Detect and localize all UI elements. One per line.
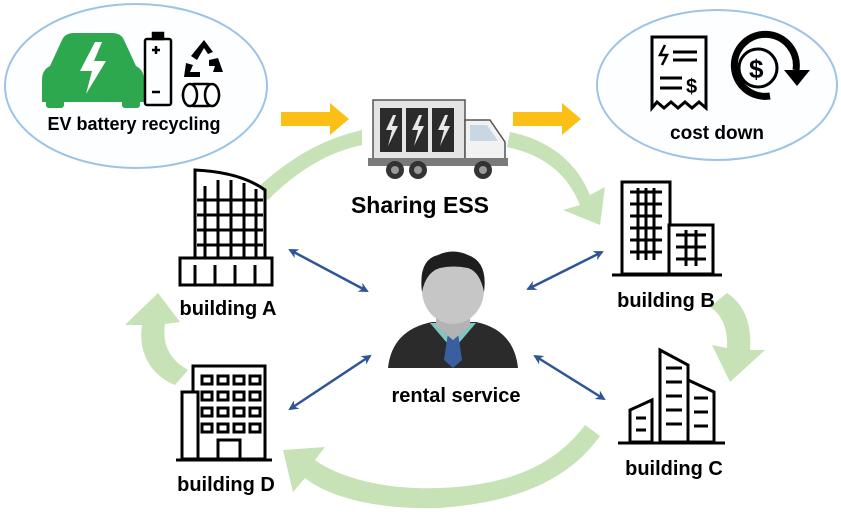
ev-car-icon: [42, 33, 144, 108]
bill-icon: $: [650, 35, 708, 113]
link-arrow-d: [288, 354, 372, 411]
cost-down-bubble: $ $: [596, 9, 838, 161]
building-c-icon: [618, 347, 725, 445]
person-icon: [388, 251, 518, 368]
recycle-icon: [184, 40, 223, 77]
dollar-down-icon: $: [730, 30, 810, 100]
flow-arrow-right: [513, 103, 581, 135]
cycle-arrows: [125, 130, 765, 509]
cycle-arrow-bottom: [283, 425, 600, 509]
ev-recycling-bubble: [4, 3, 268, 169]
svg-text:$: $: [686, 76, 697, 98]
building-a-label: building A: [179, 298, 277, 320]
ess-truck-icon: [368, 99, 508, 179]
building-b-icon: [612, 180, 722, 277]
ev-recycling-label: EV battery recycling: [47, 114, 221, 134]
svg-text:$: $: [749, 54, 764, 84]
battery-icon: [143, 31, 173, 107]
flow-arrow-left: [281, 103, 349, 135]
building-a-icon: [178, 168, 274, 287]
building-b-label: building B: [617, 290, 715, 312]
link-arrow-a: [288, 248, 369, 293]
cost-down-label: cost down: [670, 123, 764, 144]
link-arrow-c: [533, 354, 606, 401]
battery-cells-icon: [181, 82, 221, 108]
rental-service-label: rental service: [391, 385, 521, 407]
cycle-arrow-right: [710, 293, 765, 382]
cycle-arrow-top-right: [507, 132, 605, 225]
link-arrow-b: [526, 250, 604, 291]
cycle-arrow-left: [125, 293, 188, 385]
building-c-label: building C: [625, 458, 723, 480]
sharing-ess-label: Sharing ESS: [350, 192, 490, 218]
building-d-label: building D: [177, 474, 275, 496]
building-d-icon: [176, 364, 272, 462]
flow-arrows: [281, 103, 581, 135]
cycle-arrow-top-left: [255, 130, 362, 200]
link-arrows: [288, 248, 606, 411]
